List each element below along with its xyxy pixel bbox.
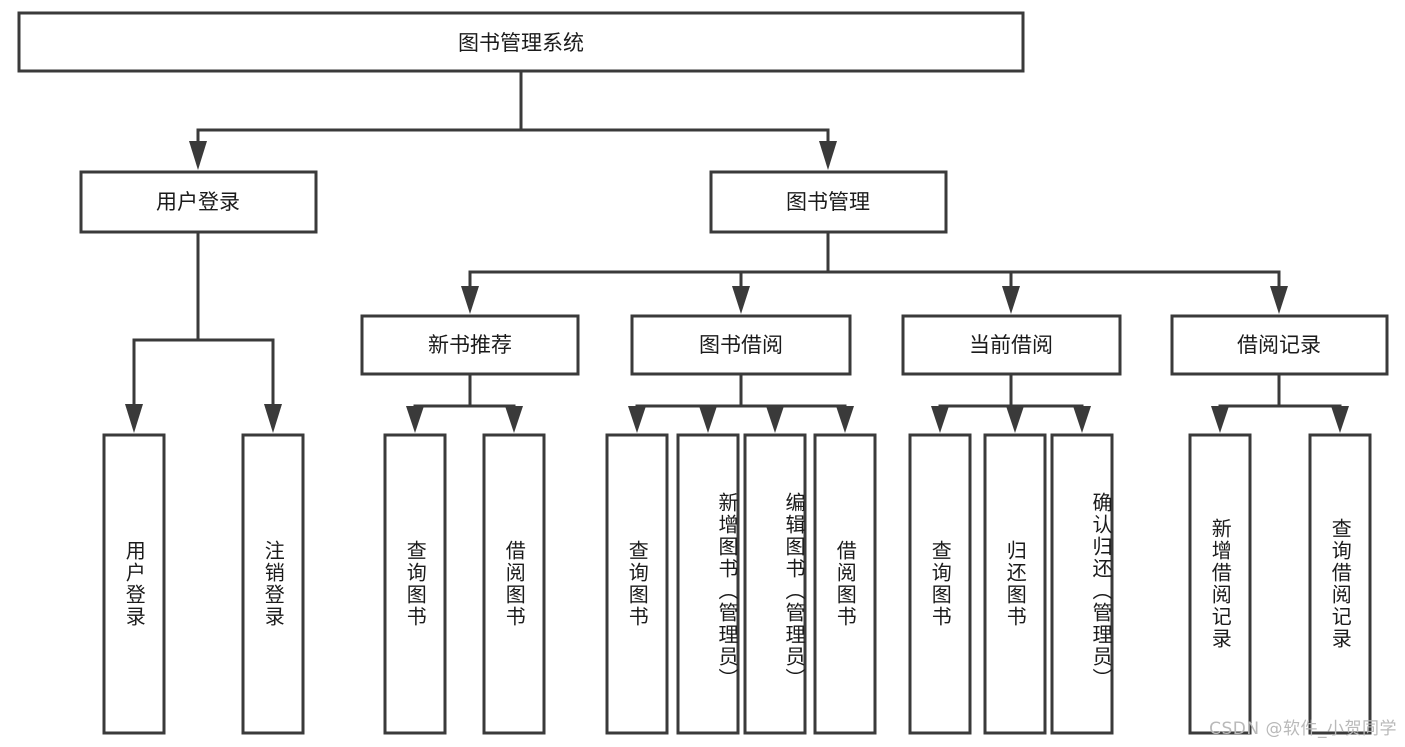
arrow-head-leaf-add-record	[1211, 406, 1229, 433]
node-book-borrow[interactable]: 图书借阅	[630, 314, 852, 376]
arrow-head-leaf-confirm-return	[1073, 406, 1091, 433]
leaf-add-book-box[interactable]	[676, 433, 740, 735]
leaf-borrow-book-box[interactable]	[813, 433, 877, 735]
arrow-head-leaf-query-record	[1331, 406, 1349, 433]
node-current-borrow-box[interactable]	[901, 314, 1122, 376]
leaf-query-book-borrow-box[interactable]	[605, 433, 669, 735]
arrow-head-leaf-user-logout	[264, 404, 282, 433]
leaf-query-book-rec-box[interactable]	[383, 433, 447, 735]
leaf-query-book-cur-box[interactable]	[908, 433, 972, 735]
arrow-head-leaf-user-login	[125, 404, 143, 433]
node-borrow-record-box[interactable]	[1170, 314, 1389, 376]
node-book-borrow-box[interactable]	[630, 314, 852, 376]
node-book-manage-label: 图书管理	[786, 190, 870, 214]
arrow-head-borrow-record	[1270, 286, 1288, 314]
arrow-head-book-manage	[819, 141, 837, 170]
node-book-manage-box[interactable]	[709, 170, 948, 234]
arrow-head-new-book-recommend	[461, 286, 479, 314]
arrow-head-leaf-borrow-book-rec	[505, 406, 523, 433]
node-root[interactable]: 图书管理系统	[17, 11, 1025, 73]
node-root-box[interactable]	[17, 11, 1025, 73]
node-root-label: 图书管理系统	[458, 31, 584, 55]
node-user-login[interactable]: 用户登录	[79, 170, 318, 234]
node-borrow-record-label: 借阅记录	[1237, 333, 1321, 357]
arrow-head-leaf-add-book	[699, 406, 717, 433]
arrow-head-leaf-query-book-rec	[406, 406, 424, 433]
node-user-login-box[interactable]	[79, 170, 318, 234]
arrow-head-leaf-query-book-borrow	[628, 406, 646, 433]
node-user-login-label: 用户登录	[156, 190, 240, 214]
node-new-book-recommend-label: 新书推荐	[428, 333, 512, 357]
leaf-edit-book-box[interactable]	[743, 433, 807, 735]
leaf-box-layer	[102, 433, 1372, 735]
leaf-user-logout-box[interactable]	[241, 433, 305, 735]
arrow-head-leaf-borrow-book	[836, 406, 854, 433]
node-current-borrow-label: 当前借阅	[969, 333, 1053, 357]
arrow-head-leaf-edit-book	[766, 406, 784, 433]
leaf-borrow-book-rec-box[interactable]	[482, 433, 546, 735]
node-current-borrow[interactable]: 当前借阅	[901, 314, 1122, 376]
node-new-book-recommend[interactable]: 新书推荐	[360, 314, 580, 376]
leaf-user-login-box[interactable]	[102, 433, 166, 735]
arrow-head-leaf-query-book-cur	[931, 406, 949, 433]
node-book-manage[interactable]: 图书管理	[709, 170, 948, 234]
leaf-query-record-box[interactable]	[1308, 433, 1372, 735]
arrow-head-user-login	[189, 141, 207, 170]
leaf-add-record-box[interactable]	[1188, 433, 1252, 735]
arrow-head-book-borrow	[732, 286, 750, 314]
node-borrow-record[interactable]: 借阅记录	[1170, 314, 1389, 376]
arrow-head-current-borrow	[1002, 286, 1020, 314]
node-book-borrow-label: 图书借阅	[699, 333, 783, 357]
leaf-confirm-return-box[interactable]	[1050, 433, 1114, 735]
arrow-head-leaf-return-book	[1006, 406, 1024, 433]
connector-layer	[125, 69, 1349, 433]
leaf-return-book-box[interactable]	[983, 433, 1047, 735]
node-new-book-recommend-box[interactable]	[360, 314, 580, 376]
csdn-watermark: CSDN @软件_小贺同学	[1209, 719, 1397, 739]
